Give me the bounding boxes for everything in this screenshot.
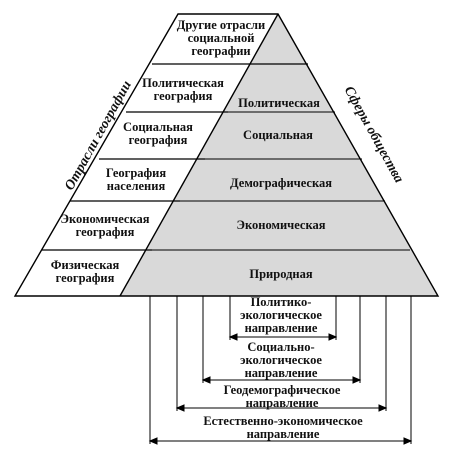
branch-label: Политическая география: [142, 76, 224, 103]
direction-label: Социально- экологическое направление: [240, 340, 322, 380]
pyramid-outline: [13, 13, 440, 297]
direction-label: Естественно-экономическое направление: [203, 414, 363, 441]
sphere-label: Политическая: [238, 96, 320, 110]
face-divider: [119, 13, 279, 297]
branch-label: Физическая география: [50, 258, 120, 285]
range-arrow: [148, 437, 413, 445]
direction-label: Политико- экологическое направление: [240, 295, 322, 335]
direction-label: Геодемографическое направление: [223, 383, 341, 410]
spheres-face: [120, 14, 438, 296]
sphere-label: Природная: [249, 267, 313, 281]
range-arrow: [201, 376, 362, 384]
branch-label: Социальная география: [123, 120, 193, 147]
branch-label: Другие отрасли социальной географии: [176, 18, 266, 58]
range-arrow: [228, 333, 338, 341]
sphere-label: Социальная: [243, 128, 313, 142]
branch-label: География населения: [105, 166, 167, 193]
range-arrow: [175, 404, 388, 412]
sphere-label: Демографическая: [230, 176, 332, 190]
sphere-label: Экономическая: [236, 218, 326, 232]
branch-label: Экономическая география: [60, 212, 150, 239]
